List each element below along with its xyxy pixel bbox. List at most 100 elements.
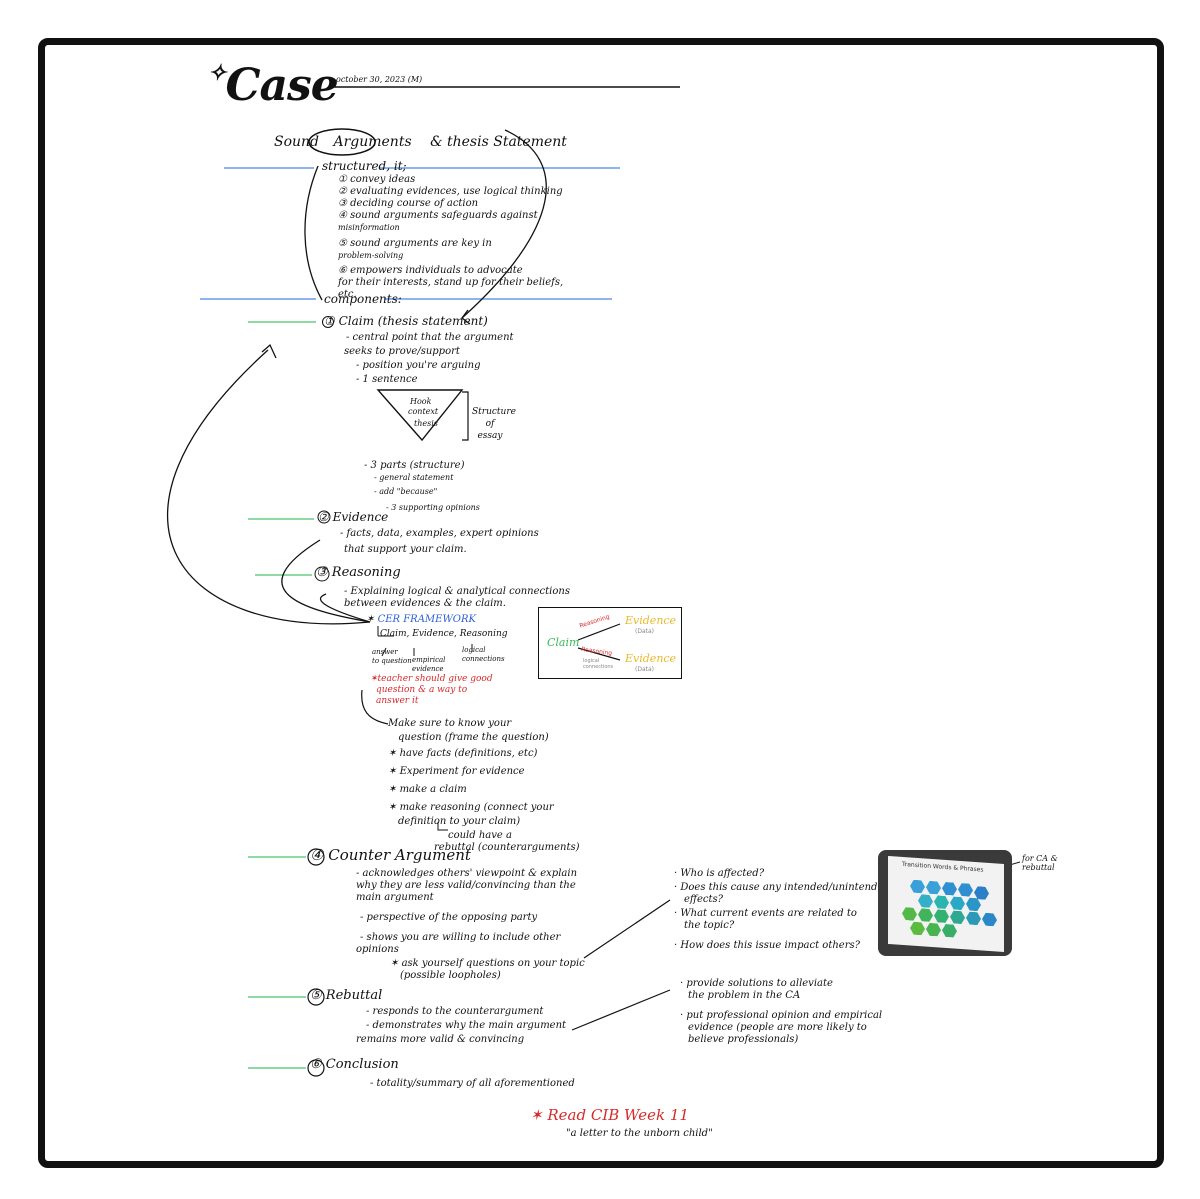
list-item: have facts (definitions, etc) bbox=[399, 748, 538, 759]
triangle-context: context bbox=[408, 407, 439, 416]
page-frame bbox=[38, 38, 1164, 1168]
sparkle-icon: ✧ bbox=[208, 60, 226, 86]
list-item: - responds to the counterargument bbox=[366, 1006, 544, 1017]
list-item: - position you're arguing bbox=[356, 360, 481, 371]
list-item: could have a bbox=[448, 830, 512, 841]
list-item: - perspective of the opposing party bbox=[360, 912, 538, 923]
list-item: rebuttal (counterarguments) bbox=[434, 842, 580, 853]
list-item: seeks to prove/support bbox=[344, 346, 460, 357]
page-date: october 30, 2023 (M) bbox=[336, 75, 423, 84]
rebuttal-notes: · provide solutions to alleviate the pro… bbox=[680, 978, 882, 1046]
cer-diagram-evidence-2-sub: (Data) bbox=[635, 666, 655, 673]
list-item: - acknowledges others' viewpoint & expla… bbox=[356, 868, 578, 879]
photo-title: Transition Words & Phrases bbox=[902, 860, 984, 874]
triangle-thesis: thesis bbox=[414, 419, 438, 428]
list-item: - demonstrates why the main argument bbox=[366, 1020, 567, 1031]
list-item: - totality/summary of all aforementioned bbox=[370, 1078, 575, 1089]
list-item: opinions bbox=[356, 944, 399, 955]
claim-lines: - central point that the argument seeks … bbox=[344, 332, 514, 386]
list-item: - shows you are willing to include other bbox=[360, 932, 561, 943]
cer-diagram: Claim Evidence (Data) Evidence (Data) Re… bbox=[538, 607, 682, 679]
structure-label: Structure of essay bbox=[472, 407, 516, 441]
list-item: that support your claim. bbox=[344, 544, 467, 555]
reasoning-heading: ③ Reasoning bbox=[316, 565, 401, 580]
cer-framework-sub: Claim, Evidence, Reasoning bbox=[380, 629, 508, 639]
cer-framework-title: ✶ CER FRAMEWORK bbox=[366, 614, 476, 625]
list-item: - facts, data, examples, expert opinions bbox=[340, 528, 539, 539]
list-item: - 3 supporting opinions bbox=[386, 503, 480, 512]
list-item: - 1 sentence bbox=[356, 374, 418, 385]
evidence-heading: ② Evidence bbox=[318, 510, 389, 524]
star-icon: ✶ bbox=[388, 766, 397, 777]
list-item: - general statement bbox=[374, 473, 454, 482]
counter-questions: · Who is affected? · Does this cause any… bbox=[674, 868, 890, 952]
rebuttal-heading: ⑤ Rebuttal bbox=[310, 988, 383, 1003]
star-icon: ✶ bbox=[388, 802, 397, 813]
list-item: the problem in the CA bbox=[688, 990, 801, 1001]
read-note: ✶ Read CIB Week 11 bbox=[530, 1106, 689, 1124]
triangle-hook: Hook bbox=[410, 397, 432, 406]
list-item: - Explaining logical & analytical connec… bbox=[344, 586, 570, 597]
claim-heading: ① Claim (thesis statement) bbox=[324, 314, 488, 328]
cer-diagram-reasoning-top: Reasoning bbox=[578, 613, 611, 630]
cer-steps: Make sure to know your question (frame t… bbox=[388, 716, 580, 854]
structured-heading: structured, it; bbox=[322, 159, 407, 173]
list-item: Experiment for evidence bbox=[399, 766, 525, 777]
evidence-lines: - facts, data, examples, expert opinions… bbox=[340, 528, 539, 556]
list-item: · Does this cause any intended/unintende… bbox=[674, 882, 890, 893]
cer-logical: logical connections bbox=[462, 646, 505, 663]
list-item: for their interests, stand up for their … bbox=[338, 277, 564, 288]
conclusion-heading: ⑥ Conclusion bbox=[310, 1057, 399, 1072]
cer-diagram-claim: Claim bbox=[547, 636, 580, 649]
structured-list: ① convey ideas ② evaluating evidences, u… bbox=[338, 174, 563, 301]
list-item: ask yourself questions on your topic bbox=[401, 958, 585, 969]
list-item: - central point that the argument bbox=[346, 332, 514, 343]
list-item: between evidences & the claim. bbox=[344, 598, 506, 609]
list-item: · provide solutions to alleviate bbox=[680, 978, 833, 989]
cer-answer: answer to question bbox=[372, 648, 412, 665]
conclusion-lines: - totality/summary of all aforementioned bbox=[370, 1078, 575, 1090]
list-item: ⑥ empowers individuals to advocate bbox=[338, 265, 523, 276]
list-item: · What current events are related to bbox=[674, 908, 857, 919]
list-item: definition to your claim) bbox=[398, 816, 521, 827]
cer-empirical: empirical evidence bbox=[412, 656, 446, 673]
list-item: ② evaluating evidences, use logical thin… bbox=[338, 186, 563, 197]
counter-lines: - acknowledges others' viewpoint & expla… bbox=[356, 868, 585, 982]
list-item: evidence (people are more likely to bbox=[688, 1022, 867, 1033]
star-icon: ✶ bbox=[388, 784, 397, 795]
list-item: main argument bbox=[356, 892, 434, 903]
list-item: believe professionals) bbox=[688, 1034, 799, 1045]
list-item: the topic? bbox=[684, 920, 735, 931]
list-item: ① convey ideas bbox=[338, 174, 416, 185]
counter-heading: ④ Counter Argument bbox=[310, 846, 471, 864]
list-item: - add "because" bbox=[374, 487, 438, 496]
components-heading: components: bbox=[324, 292, 402, 306]
list-item: · How does this issue impact others? bbox=[674, 940, 860, 951]
list-item: · Who is affected? bbox=[674, 868, 765, 879]
star-icon: ✶ bbox=[388, 748, 397, 759]
photo-screen: Transition Words & Phrases bbox=[888, 855, 1004, 953]
list-item: ③ deciding course of action bbox=[338, 198, 479, 209]
list-item: ④ sound arguments safeguards against bbox=[338, 210, 538, 221]
list-item: misinformation bbox=[338, 223, 400, 232]
teacher-note: ✶teacher should give good question & a w… bbox=[370, 674, 493, 706]
transition-words-photo: Transition Words & Phrases bbox=[878, 850, 1012, 956]
claim-parts: - 3 parts (structure) - general statemen… bbox=[364, 460, 480, 514]
rebuttal-lines: - responds to the counterargument - demo… bbox=[356, 1006, 567, 1046]
list-item: make reasoning (connect your bbox=[399, 802, 554, 813]
list-item: Make sure to know your bbox=[388, 718, 512, 729]
list-item: - 3 parts (structure) bbox=[364, 460, 465, 471]
page-title: ✧Case bbox=[208, 60, 339, 111]
page-subtitle: Sound Arguments & thesis Statement bbox=[274, 134, 567, 150]
list-item: question (frame the question) bbox=[398, 732, 549, 743]
cer-diagram-evidence-2: Evidence bbox=[625, 652, 677, 665]
list-item: why they are less valid/convincing than … bbox=[356, 880, 576, 891]
star-icon: ✶ bbox=[530, 1106, 543, 1124]
read-book-title: "a letter to the unborn child" bbox=[566, 1128, 713, 1139]
list-item: effects? bbox=[684, 894, 724, 905]
list-item: remains more valid & convincing bbox=[356, 1034, 525, 1045]
star-icon: ✶ bbox=[390, 958, 399, 969]
list-item: ⑤ sound arguments are key in bbox=[338, 238, 492, 249]
list-item: etc. bbox=[338, 289, 357, 300]
